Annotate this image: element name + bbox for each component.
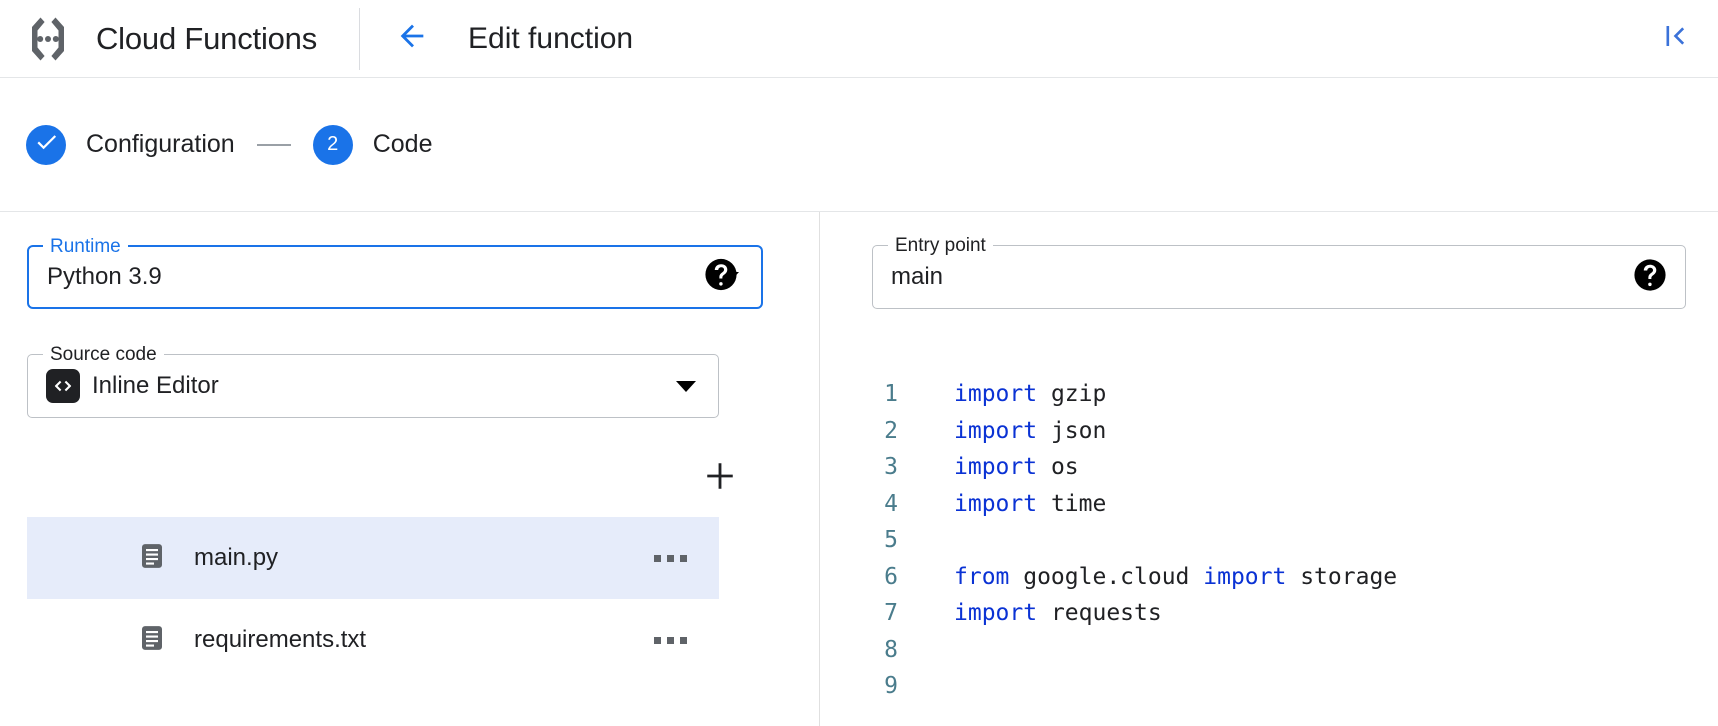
collapse-panel-icon (1659, 21, 1689, 56)
body-area: Runtime Python 3.9 Source code (0, 212, 1718, 726)
file-name: main.py (194, 544, 279, 571)
code-keyword: import (954, 454, 1038, 480)
line-number: 4 (884, 490, 898, 517)
file-name: requirements.txt (194, 626, 367, 653)
runtime-help-icon[interactable] (704, 258, 738, 297)
code-line-text[interactable]: import requests (908, 595, 1162, 632)
file-list: main.py requi (27, 517, 719, 681)
code-line: 6 from google.cloud import storage (820, 559, 1718, 596)
product-title: Cloud Functions (96, 20, 318, 56)
code-line-text[interactable] (908, 668, 968, 705)
code-line: 1 import gzip (820, 376, 1718, 413)
line-number: 9 (884, 673, 898, 699)
file-row-requirements-txt[interactable]: requirements.txt (27, 599, 719, 681)
code-brackets-icon (46, 369, 80, 403)
code-line-text[interactable] (908, 632, 968, 669)
entry-point-help-icon[interactable] (1633, 258, 1667, 297)
runtime-value: Python 3.9 (47, 263, 162, 290)
step-configuration[interactable]: Configuration (26, 124, 235, 165)
code-line: 2 import json (820, 413, 1718, 450)
code-line: 8 (820, 632, 1718, 669)
source-code-label: Source code (43, 343, 164, 367)
code-token: requests (1037, 600, 1162, 626)
right-pane: Entry point main 1 import gzip 2 import jso… (820, 212, 1718, 726)
step-code-label: Code (372, 130, 433, 158)
appbar-divider (359, 7, 361, 70)
step-code-marker: 2 (312, 124, 353, 165)
plus-icon (703, 459, 737, 498)
code-line: 5 (820, 522, 1718, 559)
code-keyword: import (954, 417, 1038, 444)
more-horizontal-icon[interactable] (650, 545, 691, 572)
source-code-row: Source code Inline Editor (27, 343, 719, 418)
code-editor[interactable]: 1 import gzip 2 import json 3 import os 4 impor… (820, 354, 1718, 726)
page-title: Edit function (468, 21, 634, 55)
runtime-label: Runtime (43, 235, 128, 259)
line-number: 6 (884, 563, 898, 590)
entry-point-value[interactable]: main (891, 263, 944, 290)
code-token: os (1037, 454, 1079, 480)
cloud-functions-logo-icon (22, 13, 74, 65)
code-keyword: from (954, 563, 1010, 590)
line-number: 2 (884, 417, 898, 444)
line-number: 3 (884, 454, 898, 480)
code-line-text[interactable]: import os (908, 449, 1079, 486)
product-brand[interactable]: Cloud Functions (0, 0, 317, 77)
runtime-row: Runtime Python 3.9 (27, 235, 763, 309)
line-number: 8 (884, 636, 898, 663)
code-keyword: import (954, 600, 1038, 626)
add-file-button[interactable] (699, 457, 741, 499)
chevron-down-icon[interactable] (676, 380, 696, 392)
entry-point-row: Entry point main (872, 234, 1686, 309)
line-number: 1 (884, 381, 898, 407)
step-code[interactable]: 2 Code (312, 124, 433, 165)
line-number: 7 (884, 600, 898, 626)
back-button[interactable] (390, 17, 434, 61)
code-keyword: import (954, 490, 1038, 517)
check-icon (34, 129, 59, 160)
file-row-main-py[interactable]: main.py (27, 517, 719, 599)
more-horizontal-icon[interactable] (650, 627, 691, 654)
line-number: 5 (884, 527, 898, 553)
code-token: json (1037, 417, 1107, 444)
runtime-select[interactable]: Runtime Python 3.9 (27, 235, 763, 309)
code-token: gzip (1037, 381, 1107, 407)
arrow-left-icon (395, 19, 429, 58)
entry-point-label: Entry point (888, 234, 993, 258)
code-token: google.cloud (1009, 563, 1204, 590)
code-line-text[interactable]: import time (908, 486, 1106, 523)
source-code-value: Inline Editor (92, 372, 219, 399)
app-bar: Cloud Functions Edit function (0, 0, 1718, 78)
left-pane: Runtime Python 3.9 Source code (0, 212, 820, 726)
file-icon (137, 541, 167, 576)
code-lines: 1 import gzip 2 import json 3 import os 4 impor… (820, 376, 1718, 705)
code-token: time (1037, 490, 1107, 517)
step-configuration-marker (26, 124, 66, 165)
code-keyword: import (1203, 563, 1287, 590)
code-line: 7 import requests (820, 595, 1718, 632)
wizard-stepper: Configuration 2 Code (0, 78, 1718, 212)
collapse-panel-button[interactable] (1654, 19, 1694, 59)
code-line: 3 import os (820, 449, 1718, 486)
code-keyword: import (954, 381, 1038, 407)
step-configuration-label: Configuration (86, 130, 235, 158)
entry-point-input[interactable]: Entry point main (872, 234, 1686, 309)
code-line-text[interactable]: import gzip (908, 376, 1106, 413)
source-code-select[interactable]: Source code Inline Editor (27, 343, 719, 418)
code-line-text[interactable]: import json (908, 413, 1106, 450)
code-line: 4 import time (820, 486, 1718, 523)
code-line: 9 (820, 668, 1718, 705)
code-token: storage (1286, 563, 1398, 590)
code-line-text[interactable] (908, 522, 968, 559)
file-icon (137, 623, 167, 658)
step-connector (256, 143, 291, 146)
code-line-text[interactable]: from google.cloud import storage (908, 559, 1397, 596)
